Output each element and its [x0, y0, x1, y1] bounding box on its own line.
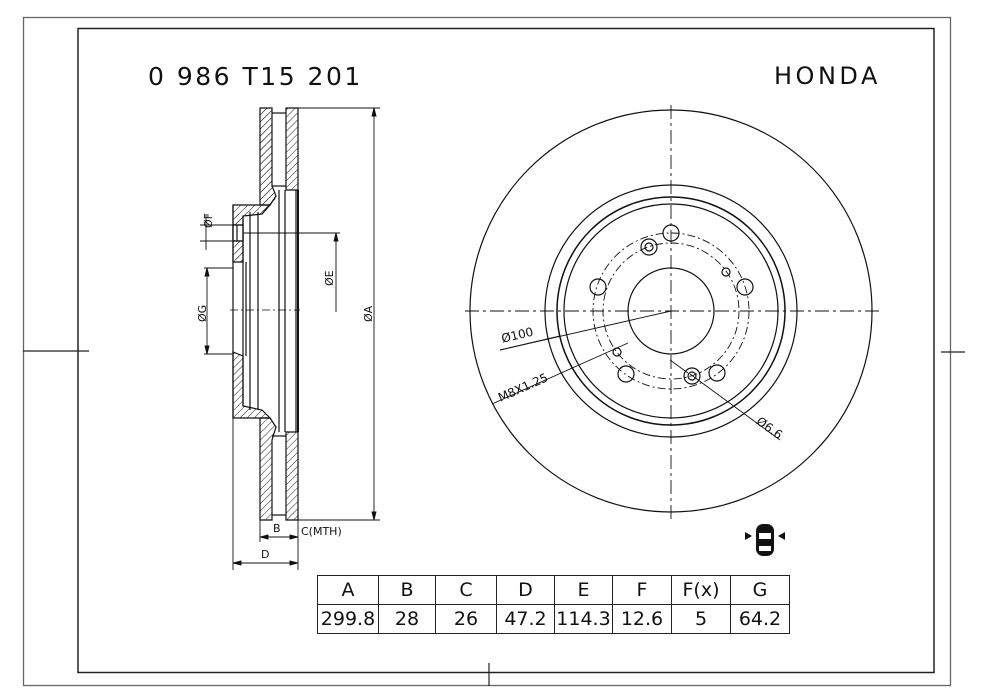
value-cell: 28 — [378, 604, 436, 634]
spec-table-header-row: A B C D E F F(x) G — [317, 575, 790, 605]
spec-table-value-row: 299.8 28 26 47.2 114.3 12.6 5 64.2 — [317, 604, 790, 634]
header-cell: F(x) — [671, 575, 731, 605]
header-cell: B — [378, 575, 436, 605]
label-dia-a: ØA — [362, 305, 375, 322]
label-dia-g: ØG — [196, 304, 209, 322]
value-cell: 299.8 — [317, 604, 379, 634]
front-disc-view — [465, 105, 880, 520]
brand-name: HONDA — [774, 62, 881, 90]
header-cell: A — [317, 575, 379, 605]
car-axle-position-icon — [745, 524, 785, 556]
header-cell: F — [612, 575, 672, 605]
header-cell: D — [496, 575, 555, 605]
header-cell: G — [730, 575, 790, 605]
side-section-view — [230, 107, 300, 521]
value-cell: 5 — [671, 604, 731, 634]
value-cell: 12.6 — [612, 604, 672, 634]
label-d: D — [261, 548, 270, 561]
label-dia-f: ØF — [202, 213, 215, 228]
front-dimensions — [491, 310, 781, 441]
value-cell: 64.2 — [730, 604, 790, 634]
part-number: 0 986 T15 201 — [148, 62, 363, 91]
label-dia-e: ØE — [323, 270, 336, 286]
label-b: B — [273, 522, 281, 535]
header-cell: E — [554, 575, 613, 605]
side-dimensions — [200, 107, 380, 570]
spec-table: A B C D E F F(x) G 299.8 28 26 47.2 114.… — [317, 575, 790, 634]
label-c-mth: C(MTH) — [301, 525, 342, 538]
value-cell: 47.2 — [496, 604, 555, 634]
header-cell: C — [435, 575, 497, 605]
value-cell: 26 — [435, 604, 497, 634]
value-cell: 114.3 — [554, 604, 613, 634]
